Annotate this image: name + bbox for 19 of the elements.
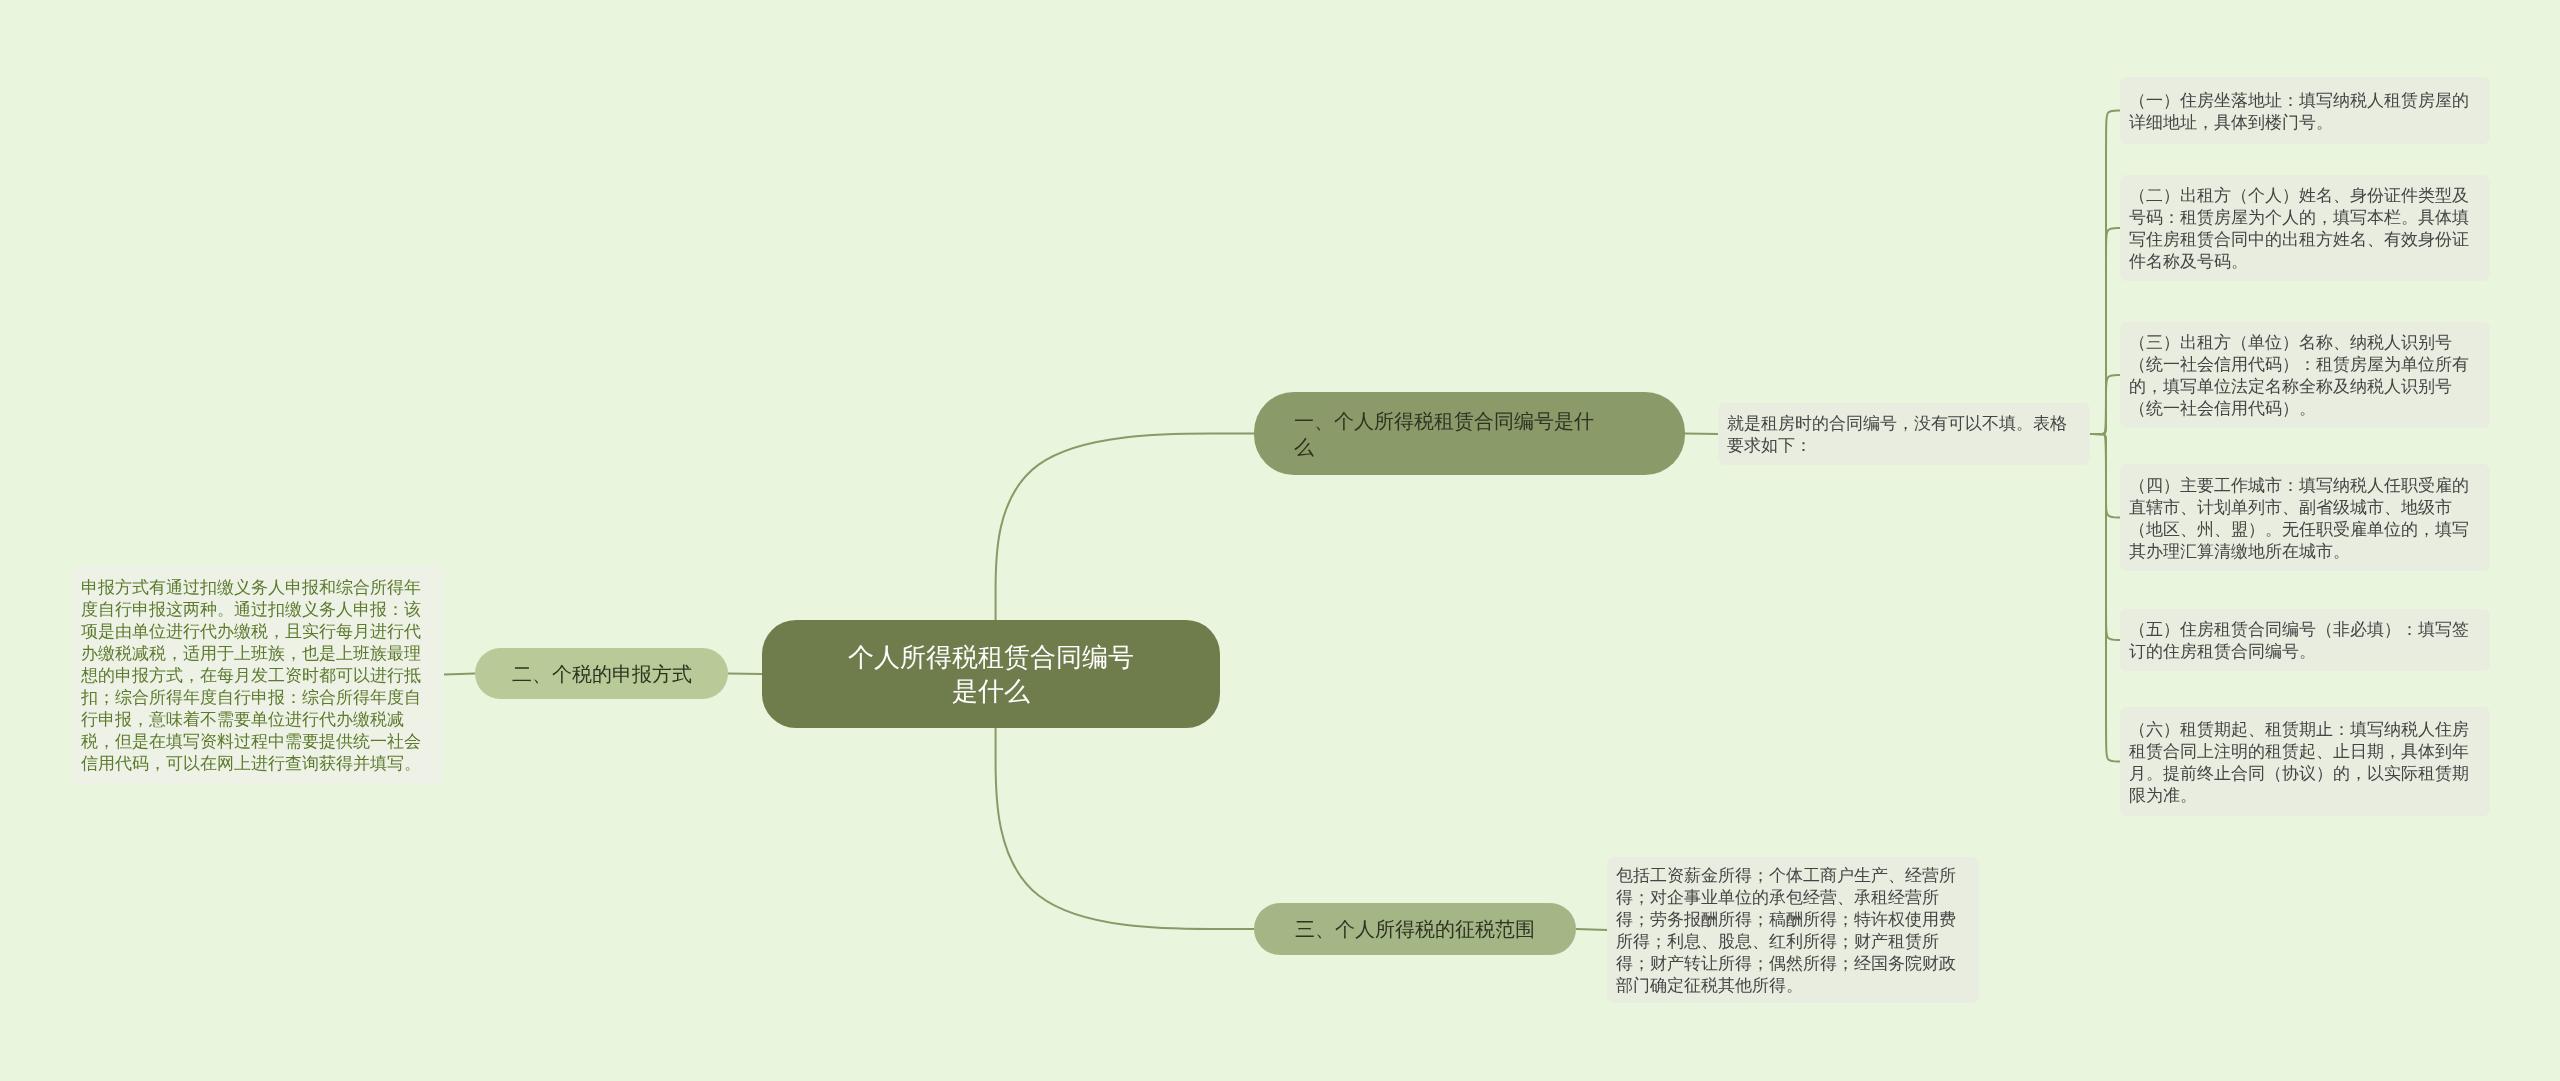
note-box: （一）住房坐落地址：填写纳税人租赁房屋的详细地址，具体到楼门号。 (2120, 77, 2490, 144)
connector-line (994, 432, 1255, 621)
connector-line (443, 672, 476, 676)
central-topic: 个人所得税租赁合同编号是什么 (762, 620, 1220, 728)
note-box: 申报方式有通过扣缴义务人申报和综合所得年度自行申报这两种。通过扣缴义务人申报：该项是由单位进行代办缴税，且实行每月进行代办缴税减税，适用于上班族，也是上班族最理想的申报方式，在每月发工资时都可以进行抵扣；综合所得年度自行申报：综合所得年度自行申报，意味着不需要单位进行代办缴税减税，但是在填写资料过程中需要提供统一社会信用代码，可以在网上进行查询获得并填写。 (72, 565, 444, 784)
note-box: 包括工资薪金所得；个体工商户生产、经营所得；对企事业单位的承包经营、承租经营所得；劳务报酬所得；稿酬所得；特许权使用费所得；利息、股息、红利所得；财产租赁所得；财产转让所得；偶然所得；经国务院财政部门确定征税其他所得。 (1607, 857, 1979, 1003)
topic-box: 三、个人所得税的征税范围 (1254, 903, 1576, 955)
note-box: （三）出租方（单位）名称、纳税人识别号（统一社会信用代码）：租赁房屋为单位所有的，填写单位法定名称全称及纳税人识别号（统一社会信用代码）。 (2120, 322, 2490, 428)
note-box: （六）租赁期起、租赁期止：填写纳税人住房租赁合同上注明的租赁起、止日期，具体到年月。提前终止合同（协议）的，以实际租赁期限为准。 (2120, 707, 2490, 816)
connector-line (1575, 928, 1608, 931)
connector-line (1684, 432, 1719, 435)
connector-line (727, 672, 763, 675)
note-box: （五）住房租赁合同编号（非必填）：填写签订的住房租赁合同编号。 (2120, 609, 2490, 671)
note-box: （四）主要工作城市：填写纳税人任职受雇的直辖市、计划单列市、副省级城市、地级市（地区、州、盟）。无任职受雇单位的，填写其办理汇算清缴地所在城市。 (2120, 464, 2490, 571)
note-box: （二）出租方（个人）姓名、身份证件类型及号码：租赁房屋为个人的，填写本栏。具体填写住房租赁合同中的出租方姓名、有效身份证件名称及号码。 (2120, 175, 2490, 281)
connector-line (994, 727, 1255, 930)
topic-box: 一、个人所得税租赁合同编号是什么 (1254, 392, 1685, 475)
topic-box: 二、个税的申报方式 (475, 648, 728, 699)
note-box: 就是租房时的合同编号，没有可以不填。表格要求如下： (1718, 403, 2090, 465)
